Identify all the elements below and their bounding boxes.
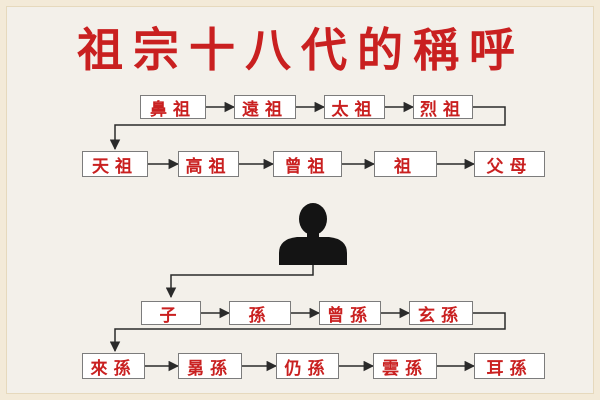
box-laisun: 來孫 (82, 353, 145, 379)
flow-connectors (109, 101, 506, 372)
box-bizu: 鼻祖 (140, 95, 206, 120)
box-zu: 祖 (374, 151, 437, 177)
diagram-frame: 祖宗十八代的稱呼 (6, 6, 594, 394)
diagram-title: 祖宗十八代的稱呼 (77, 23, 525, 77)
box-gaozu: 高祖 (178, 151, 239, 177)
connector-row0-row1 (109, 106, 506, 151)
box-rengsun: 仍孫 (276, 353, 339, 379)
box-liezu: 烈祖 (413, 95, 473, 120)
box-yunsun: 雲孫 (373, 353, 437, 379)
connector-person-row2 (165, 265, 314, 299)
box-xuansun: 玄孫 (409, 301, 473, 326)
box-kunsun: 晜孫 (178, 353, 242, 379)
box-fumu: 父母 (474, 151, 545, 177)
connector-row2-row3 (109, 312, 506, 353)
box-ersun: 耳孫 (474, 353, 545, 379)
box-zengsun: 曾孫 (319, 301, 381, 326)
box-yuanzu: 遠祖 (234, 95, 296, 120)
person-silhouette-icon (279, 203, 347, 265)
box-zengzu: 曾祖 (273, 151, 342, 177)
box-tianzu: 天祖 (82, 151, 148, 177)
box-sun: 孫 (229, 301, 291, 326)
box-taizu: 太祖 (324, 95, 385, 120)
box-zi: 子 (141, 301, 201, 326)
